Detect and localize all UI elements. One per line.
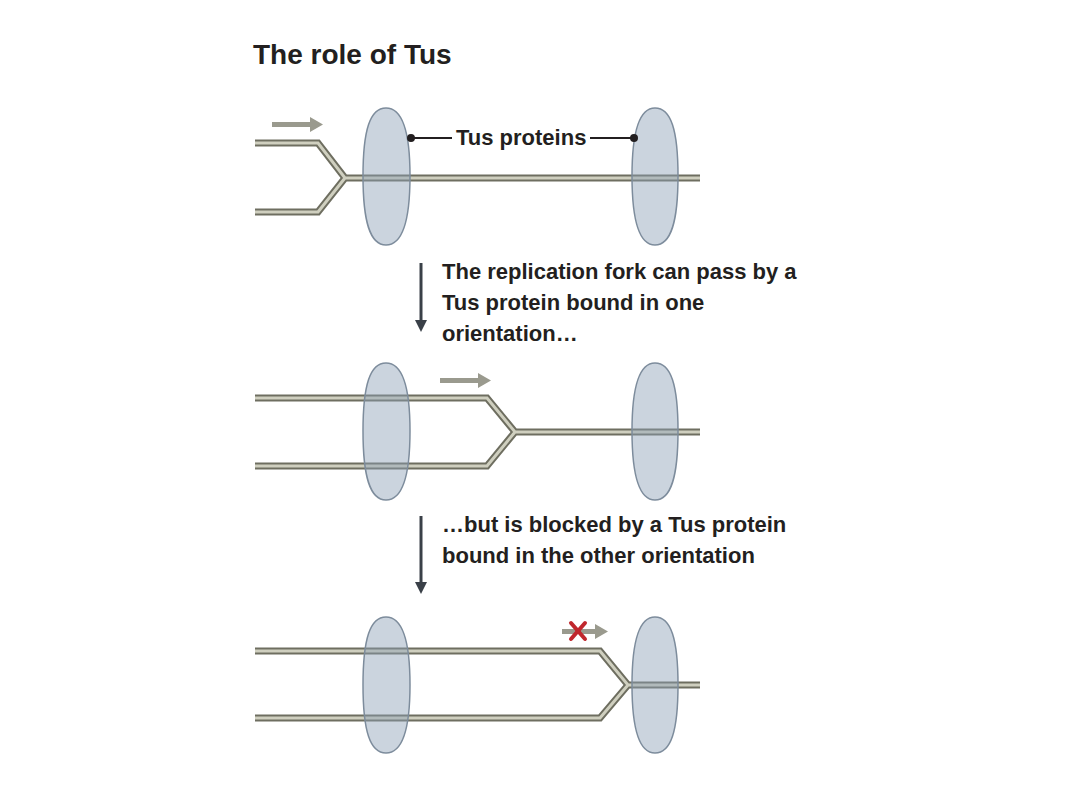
- part-label: Tus proteins: [456, 124, 586, 152]
- step-arrow: [420, 263, 423, 588]
- step-caption: The replication fork can pass by a Tus p…: [442, 256, 834, 349]
- tus-protein: [632, 363, 678, 500]
- tus-protein: [363, 108, 410, 245]
- tus-protein: [363, 617, 410, 753]
- block-cross: [571, 623, 585, 639]
- diagram-title: The role of Tus: [253, 38, 452, 72]
- tus-protein: [632, 108, 678, 245]
- tus-protein: [363, 363, 410, 500]
- tus-protein: [632, 617, 678, 753]
- step-caption: …but is blocked by a Tus protein bound i…: [442, 509, 834, 571]
